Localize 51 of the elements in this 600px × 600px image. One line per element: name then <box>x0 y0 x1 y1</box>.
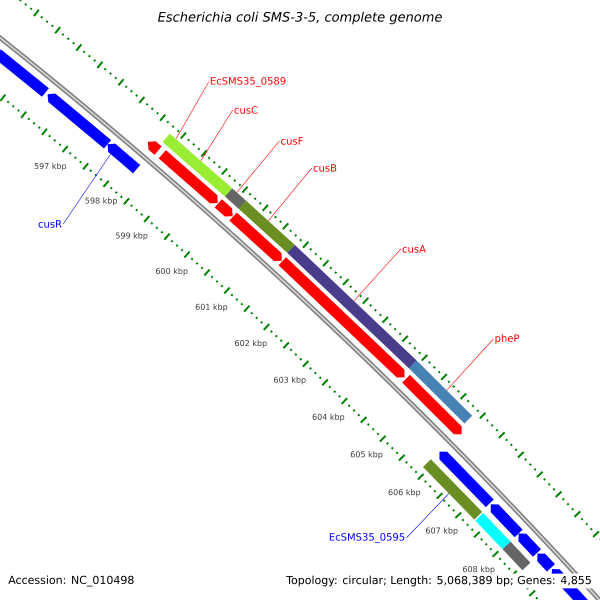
gene-block <box>224 188 246 209</box>
scale-label: 602 kbp <box>235 340 267 348</box>
scale-label: 607 kbp <box>426 527 458 536</box>
scale-label: 605 kbp <box>350 451 382 459</box>
gene-block <box>490 504 523 538</box>
gene-block <box>475 513 511 550</box>
gene-block <box>537 554 555 572</box>
gene-block <box>148 141 162 155</box>
gene-block <box>408 360 472 424</box>
gene-label: cusA <box>402 245 426 253</box>
gene-block <box>423 459 482 520</box>
gene-block <box>214 199 233 217</box>
leader-line <box>268 168 312 221</box>
scale-label: 604 kbp <box>312 414 344 422</box>
leader-line <box>354 248 402 302</box>
leader-line <box>236 140 280 193</box>
leader-line <box>200 110 234 161</box>
genome-stats-text: Topology: circular; Length: 5,068,389 bp; Genes: 4,855 <box>284 574 594 588</box>
gene-block <box>278 257 405 378</box>
scale-label: 608 kbp <box>463 566 495 574</box>
gene-block <box>518 533 541 557</box>
gene-label: cusB <box>314 164 336 172</box>
gene-block <box>48 94 112 149</box>
leader-line <box>176 82 209 140</box>
scale-label: 603 kbp <box>274 376 306 384</box>
title: Escherichia coli SMS-3-5, complete genome <box>158 12 442 24</box>
scale-label: 599 kbp <box>116 232 148 240</box>
gene-label: cusF <box>281 137 303 145</box>
leader-line <box>62 154 111 224</box>
gene-block <box>439 452 494 508</box>
gene-label: cusC <box>234 106 258 114</box>
scale-label: 601 kbp <box>196 304 228 312</box>
gene-block <box>502 542 530 570</box>
gene-block <box>402 374 462 434</box>
gene-label: EcSMS35_0589 <box>210 77 286 87</box>
gene-block <box>162 134 232 197</box>
leader-line <box>446 338 494 391</box>
gene-block <box>108 144 140 174</box>
gene-label: cusR <box>38 220 62 228</box>
gene-block <box>0 49 49 97</box>
gene-label: EcSMS35_0595 <box>330 533 404 543</box>
leader-line <box>406 493 450 538</box>
gene-block <box>238 200 295 254</box>
gene-block <box>158 150 218 204</box>
gene-label: pheP <box>495 334 520 344</box>
gene-block <box>229 212 282 262</box>
scale-label: 600 kbp <box>156 268 188 276</box>
scale-label: 598 kbp <box>85 197 117 206</box>
accession-text: Accession: NC_010498 <box>6 574 136 588</box>
scale-label: 597 kbp <box>34 162 66 171</box>
scale-label: 606 kbp <box>388 489 420 497</box>
